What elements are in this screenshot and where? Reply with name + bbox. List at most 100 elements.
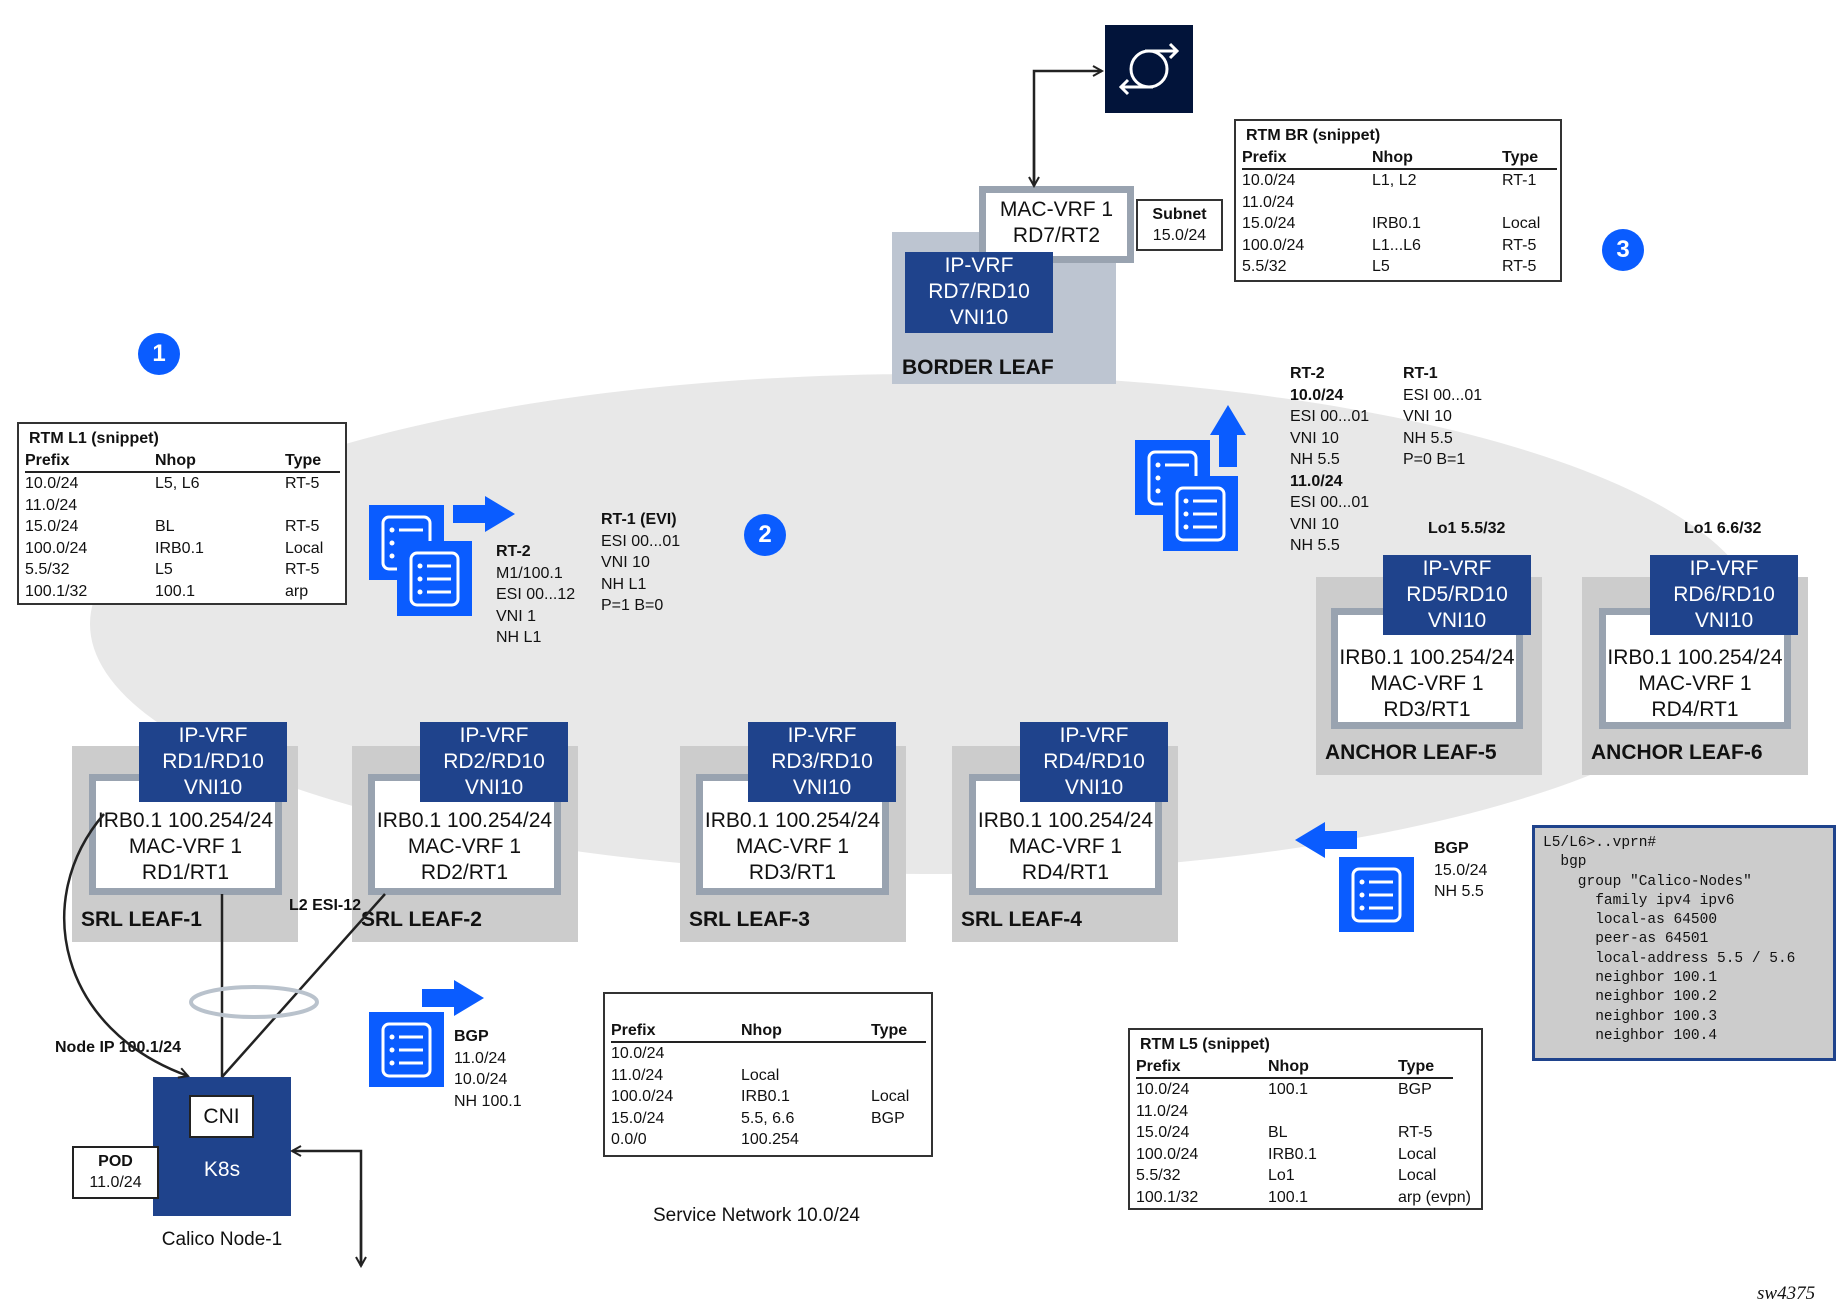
leaf-label: ANCHOR LEAF-5 (1325, 741, 1497, 764)
router-sync-icon[interactable] (1105, 25, 1193, 113)
pod-value: 11.0/24 (89, 1174, 142, 1191)
mac-vrf-line: IRB0.1 100.254/24 (376, 809, 553, 832)
table-cell: L1, L2 (1372, 172, 1417, 189)
table-cell: RT-5 (1502, 258, 1537, 275)
table-cell: L1...L6 (1372, 236, 1421, 254)
column-header: Type (1398, 1057, 1435, 1075)
table-cell: RT-5 (285, 518, 320, 535)
table-cell: 10.0/24 (25, 475, 79, 492)
config-line: neighbor 100.3 (1543, 1008, 1718, 1025)
route-title: RT-1 (EVI) (601, 511, 677, 528)
route-line: NH 5.5 (1403, 429, 1453, 447)
ip-vrf-line: RD4/RD10 (1043, 750, 1145, 773)
route-line: NH L1 (496, 629, 542, 646)
table-cell: 5.5/32 (25, 561, 70, 578)
table-cell: 100.1 (1268, 1081, 1309, 1098)
ip-vrf-line: RD6/RD10 (1673, 583, 1775, 606)
ip-vrf-line: IP-VRF (944, 254, 1014, 277)
table-cell: 11.0/24 (1136, 1102, 1189, 1120)
bgp-document-icon (369, 1012, 444, 1087)
ip-vrf-line: IP-VRF (178, 724, 248, 747)
table-cell: L5, L6 (155, 475, 200, 492)
table-cell: Local (871, 1088, 910, 1105)
table-cell: RT-5 (1502, 236, 1537, 254)
route-title: BGP (1434, 840, 1469, 857)
loopback-label: Lo1 6.6/32 (1684, 520, 1762, 537)
table-cell: arp (evpn) (1398, 1188, 1471, 1206)
table-cell: 11.0/24 (25, 496, 78, 514)
table-cell: 15.0/24 (1242, 215, 1296, 232)
advertise-arrow-right-icon (422, 980, 484, 1021)
config-line: neighbor 100.4 (1543, 1027, 1718, 1044)
advertise-arrow-right-icon (453, 496, 515, 537)
step-badge-2: 2 (744, 514, 786, 556)
route-line: M1/100.1 (496, 564, 563, 582)
table-cell: 10.0/24 (1242, 172, 1296, 189)
table-cell: BGP (871, 1109, 905, 1127)
table-cell: 100.0/24 (611, 1088, 674, 1105)
ip-vrf-line: VNI10 (1427, 609, 1487, 632)
table-cell: L5 (155, 561, 173, 578)
border-leaf-label: BORDER LEAF (902, 356, 1054, 379)
table-cell: IRB0.1 (1372, 215, 1421, 232)
table-cell: 10.0/24 (611, 1045, 665, 1062)
route-line: VNI 10 (1403, 408, 1452, 425)
subnet-value: 15.0/24 (1152, 227, 1207, 244)
leaf-label: SRL LEAF-4 (961, 908, 1082, 931)
column-header: Type (871, 1021, 908, 1039)
ip-vrf-line: VNI10 (464, 776, 524, 799)
table-cell: RT-5 (285, 561, 320, 578)
route-line: P=0 B=1 (1403, 451, 1466, 468)
pod-title: POD (98, 1153, 133, 1170)
mac-vrf-line: IRB0.1 100.254/24 (1339, 646, 1515, 669)
column-header: Prefix (1136, 1057, 1181, 1075)
mac-vrf-line: RD1/RT1 (141, 861, 230, 884)
loopback-label: Lo1 5.5/32 (1428, 520, 1506, 537)
table-row: 5.5/32 L5 RT-5 (25, 559, 339, 581)
ip-vrf-line: RD7/RD10 (928, 280, 1030, 303)
ip-vrf-line: IP-VRF (459, 724, 529, 747)
table-cell: 5.5/32 (1136, 1167, 1181, 1184)
column-header: Prefix (25, 451, 70, 469)
table-title: RTM L1 (snippet) (29, 430, 159, 447)
pod-box: POD 11.0/24 (72, 1146, 159, 1199)
config-line: family ipv4 ipv6 (1543, 892, 1735, 909)
table-row: 11.0/24 (1136, 1101, 1475, 1123)
route-line: NH L1 (601, 575, 647, 593)
table-cell: 100.1/32 (25, 582, 88, 600)
step-badge-1: 1 (138, 333, 180, 375)
route-line: 10.0/24 (454, 1071, 508, 1088)
mac-vrf-line: RD3/RT1 (1383, 698, 1471, 721)
table-cell: 5.5, 6.6 (741, 1109, 795, 1127)
ip-vrf-line: IP-VRF (1689, 557, 1759, 580)
table-cell: 15.0/24 (25, 518, 79, 535)
bgp-config-box: L5/L6>..vprn# bgp group "Calico-Nodes" f… (1532, 825, 1836, 1061)
route-line: NH 5.5 (1290, 451, 1340, 468)
table-cell: Local (741, 1066, 780, 1084)
column-header: Type (285, 451, 322, 469)
column-header: Type (1502, 148, 1539, 166)
table-cell: L5 (1372, 258, 1390, 275)
table-title (611, 998, 925, 1020)
route-document-icon (1163, 476, 1238, 551)
cni-box: CNI (189, 1095, 254, 1138)
route-title: RT-2 (1290, 365, 1325, 382)
figure-id: sw4375 (1757, 1283, 1816, 1304)
table-cell: 100.1 (155, 582, 196, 600)
ip-vrf-line: VNI10 (792, 776, 852, 799)
mac-vrf-line: RD2/RT1 (420, 861, 509, 884)
ip-vrf-line: VNI10 (949, 306, 1009, 329)
